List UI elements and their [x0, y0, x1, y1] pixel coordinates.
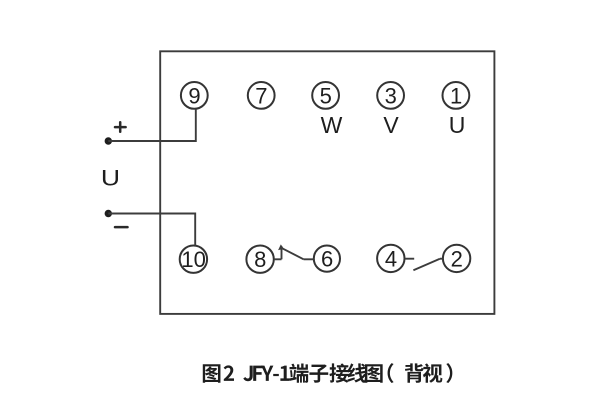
svg-text:7: 7: [255, 83, 267, 108]
svg-text:4: 4: [385, 246, 397, 271]
svg-text:8: 8: [254, 247, 266, 272]
svg-text:U: U: [101, 166, 120, 191]
svg-text:10: 10: [181, 247, 205, 272]
svg-text:9: 9: [188, 83, 200, 108]
svg-text:3: 3: [385, 83, 397, 108]
svg-text:5: 5: [320, 83, 332, 108]
svg-text:1: 1: [450, 83, 462, 108]
svg-text:2: 2: [451, 246, 463, 271]
svg-text:U: U: [449, 112, 466, 138]
svg-text:V: V: [383, 112, 399, 138]
svg-text:W: W: [321, 112, 343, 138]
svg-text:6: 6: [321, 247, 333, 272]
